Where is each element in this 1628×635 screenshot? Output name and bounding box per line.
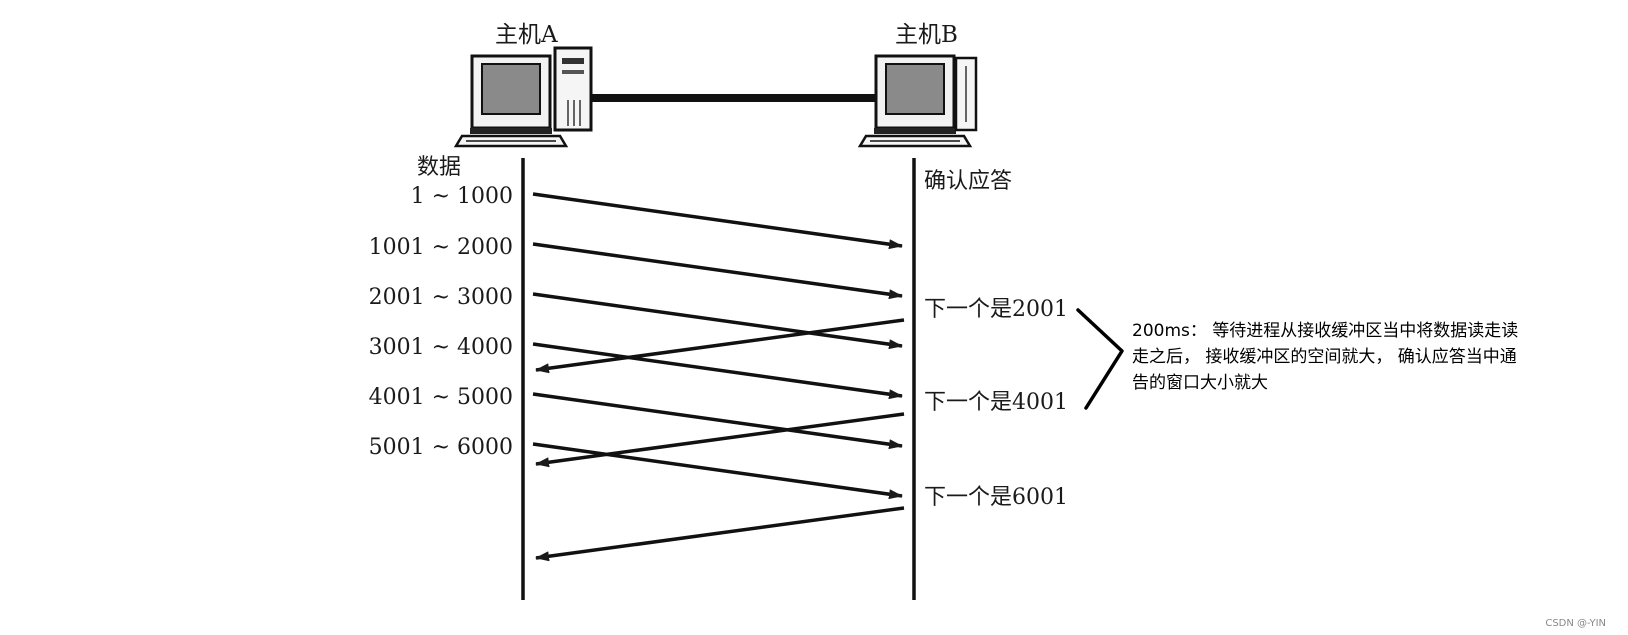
- data-segment-label: 5001 ~ 6000: [369, 435, 513, 460]
- ack-label: 下一个是2001: [924, 297, 1068, 322]
- data-arrow: [532, 342, 903, 400]
- watermark: CSDN @-YIN: [1545, 618, 1606, 629]
- data-arrow: [532, 442, 903, 500]
- data-arrow: [532, 392, 903, 450]
- ack-header: 确认应答: [924, 169, 1012, 194]
- ack-label: 下一个是6001: [924, 485, 1068, 510]
- ack-arrow: [535, 318, 905, 374]
- bracket: [1076, 308, 1124, 410]
- data-segment-label: 1001 ~ 2000: [369, 235, 513, 260]
- host-b-label: 主机B: [895, 22, 958, 48]
- data-arrow: [532, 242, 903, 300]
- data-segment-label: 4001 ~ 5000: [369, 385, 513, 410]
- ack-label: 下一个是4001: [924, 390, 1068, 415]
- data-arrow: [532, 292, 903, 350]
- data-segment-label: 3001 ~ 4000: [369, 335, 513, 360]
- host-b-computer-icon: [857, 54, 978, 148]
- host-a-label: 主机A: [495, 22, 558, 48]
- ack-arrow: [535, 412, 905, 468]
- network-cable: [591, 94, 876, 102]
- ack-arrow: [535, 506, 905, 562]
- host-a-computer-icon: [453, 46, 593, 148]
- annotation-note: 200ms： 等待进程从接收缓冲区当中将数据读走读走之后， 接收缓冲区的空间就大…: [1132, 321, 1519, 393]
- data-segment-label: 1 ~ 1000: [411, 184, 513, 209]
- data-header: 数据: [417, 155, 461, 180]
- data-arrow: [532, 192, 903, 250]
- data-segment-label: 2001 ~ 3000: [369, 285, 513, 310]
